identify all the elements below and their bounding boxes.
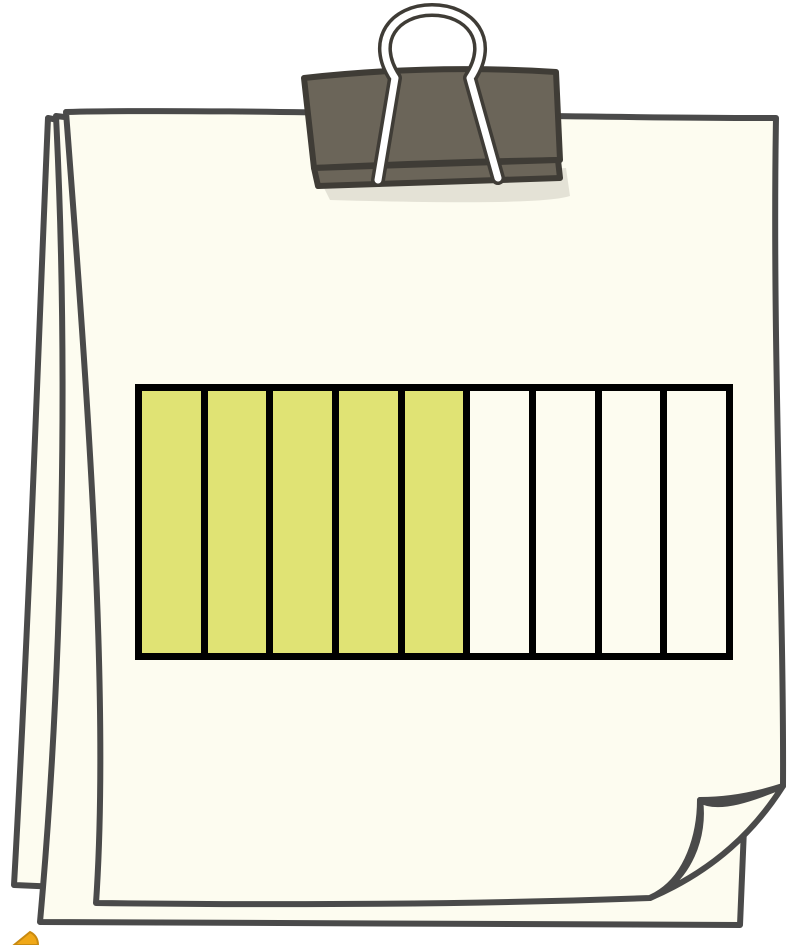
unshaded-part (602, 391, 661, 653)
shaded-part (273, 391, 332, 653)
unshaded-part (536, 391, 595, 653)
binder-clip-icon (304, 10, 560, 186)
shaded-part (339, 391, 398, 653)
fraction-bar (135, 384, 733, 660)
shaded-part (405, 391, 464, 653)
shaded-part (208, 391, 267, 653)
pencil-tip-icon (14, 932, 38, 945)
unshaded-part (470, 391, 529, 653)
unshaded-part (667, 391, 726, 653)
shaded-part (142, 391, 201, 653)
